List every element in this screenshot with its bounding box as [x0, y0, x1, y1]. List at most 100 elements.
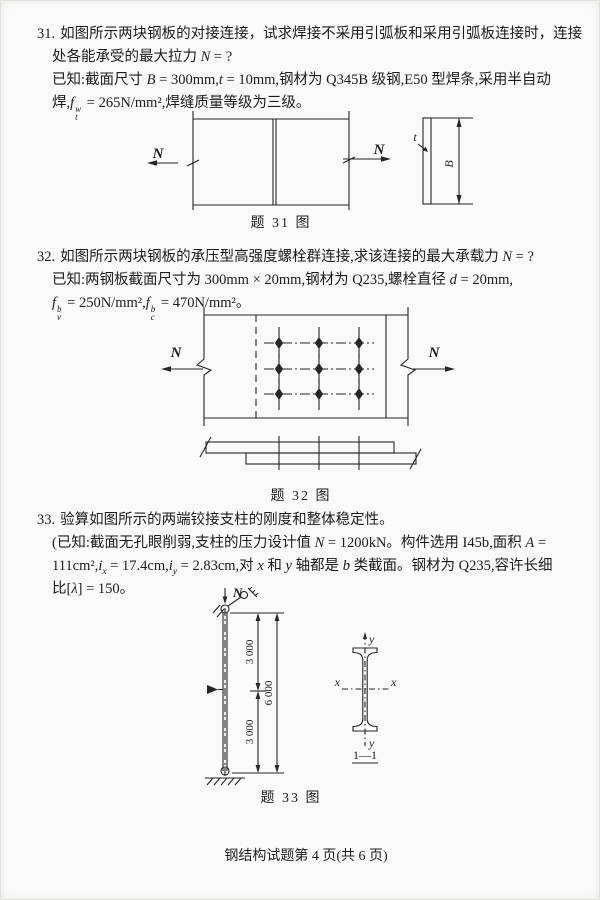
svg-text:x: x	[390, 675, 397, 689]
q31-line4-post: = 265N/mm²,焊缝质量等级为三级。	[83, 95, 311, 111]
q32-line3-mid: = 250N/mm²,	[63, 295, 146, 311]
q31-line2-post: = ?	[210, 49, 233, 65]
question-33-line2: (已知:截面无孔眼削弱,支柱的压力设计值 N = 1200kN。构件选用 I45…	[37, 532, 577, 555]
q32-line2-pre: 已知:两钢板截面尺寸为 300mm × 20mm,钢材为 Q235,螺栓直径	[52, 272, 450, 288]
question-31-line2: 处各能承受的最大拉力 N = ?	[37, 46, 577, 69]
bolt-grid	[264, 327, 374, 410]
svg-text:N: N	[170, 345, 183, 361]
n-arrow-left: N	[161, 345, 203, 372]
var-iy: i	[168, 558, 173, 574]
section-cut-mark	[207, 685, 223, 694]
column-diagram: N 3	[205, 585, 397, 786]
question-31-line1: 31.如图所示两块钢板的对接连接，试求焊接不采用引弧板和采用引弧板连接时，连接	[37, 23, 582, 46]
b-dimension: B	[431, 117, 473, 205]
caption-fig-33: 题 33 图	[260, 791, 322, 806]
question-31: 31.如图所示两块钢板的对接连接，试求焊接不采用引弧板和采用引弧板连接时，连接 …	[37, 23, 582, 122]
svg-text:6 000: 6 000	[263, 680, 275, 705]
q33-line3-mid1: = 17.4cm,	[106, 558, 169, 574]
var-t: t	[218, 72, 223, 88]
q31-line3-post: = 10mm,钢材为 Q345B 级钢,E50 型焊条,采用半自动	[222, 72, 551, 88]
q33-line3-mid2: = 2.83cm,对	[177, 558, 258, 574]
q32-line1-pre: 如图所示两块钢板的承压型高强度螺栓群连接,求该连接的最大承载力	[60, 249, 503, 265]
var-lambda: λ	[71, 581, 78, 597]
plate-plan-view	[186, 111, 356, 210]
q33-line3-mid4: 轴都是	[291, 558, 343, 574]
n-arrow-left: N	[147, 146, 178, 166]
var-b-class: b	[342, 558, 350, 574]
column-member	[222, 608, 228, 776]
dimension-lines: 3 000 3 000 6 000	[230, 612, 284, 774]
var-ix: i	[98, 558, 103, 574]
q33-line3-pre: 111cm²,	[52, 558, 99, 574]
q31-line3-mid: = 300mm,	[155, 72, 219, 88]
var-y: y	[285, 558, 292, 574]
svg-text:N: N	[152, 146, 165, 162]
f-weld-symbol: f	[70, 95, 75, 111]
question-32-number: 32.	[37, 249, 56, 265]
f-bolt-shear-symbol: f	[52, 295, 57, 311]
question-33: 33.验算如图所示的两端铰接支柱的刚度和整体稳定性。 (已知:截面无孔眼削弱,支…	[37, 509, 577, 601]
svg-text:t: t	[413, 130, 417, 144]
var-N: N	[200, 49, 211, 65]
q33-line4-post: ] = 150。	[77, 581, 135, 597]
var-d: d	[449, 272, 457, 288]
svg-text:3 000: 3 000	[244, 719, 256, 744]
q32-line2-post: = 20mm,	[456, 272, 514, 288]
question-31-line1-text: 如图所示两块钢板的对接连接，试求焊接不采用引弧板和采用引弧板连接时，连接	[60, 26, 583, 42]
caption-fig-32: 题 32 图	[270, 489, 332, 504]
q33-line2-post: =	[534, 535, 547, 551]
plate-plan-view	[195, 307, 417, 426]
q32-line3-post: = 470N/mm²。	[157, 295, 251, 311]
svg-text:3 000: 3 000	[244, 639, 256, 664]
plate-side-view	[199, 436, 422, 470]
question-33-line4: 比[λ] = 150。	[37, 578, 577, 601]
svg-text:N: N	[428, 345, 441, 361]
bottom-pin-support	[205, 766, 245, 786]
var-B: B	[146, 72, 156, 88]
svg-text:1—1: 1—1	[353, 748, 377, 762]
q33-line3-mid3: 和	[263, 558, 286, 574]
f-bolt-bearing-symbol: f	[145, 295, 150, 311]
svg-text:N: N	[232, 585, 243, 600]
i-section-view: y y x x 1—1	[334, 632, 397, 764]
page-footer: 钢结构试题第 4 页(共 6 页)	[224, 849, 388, 864]
q33-line1-text: 验算如图所示的两端铰接支柱的刚度和整体稳定性。	[60, 512, 394, 528]
question-32-line1: 32.如图所示两块钢板的承压型高强度螺栓群连接,求该连接的最大承载力 N = ?	[37, 246, 577, 269]
weld-seam	[272, 119, 277, 205]
question-31-number: 31.	[37, 26, 56, 42]
var-iy-sub: y	[172, 566, 178, 577]
svg-text:x: x	[334, 675, 341, 689]
svg-text:y: y	[368, 632, 375, 646]
butt-weld-diagram: N N t B	[147, 111, 473, 210]
var-N: N	[314, 535, 325, 551]
n-arrow-right: N	[413, 345, 455, 372]
question-32: 32.如图所示两块钢板的承压型高强度螺栓群连接,求该连接的最大承载力 N = ?…	[37, 246, 577, 322]
q31-line3-pre: 已知:截面尺寸	[52, 72, 147, 88]
var-x: x	[257, 558, 264, 574]
svg-text:B: B	[442, 160, 456, 168]
n-arrow-right: N	[343, 142, 391, 162]
var-A: A	[525, 535, 535, 551]
q33-line2-mid: = 1200kN。构件选用 I45b,面积	[324, 535, 526, 551]
q33-line4-pre: 比[	[52, 581, 72, 597]
var-N: N	[502, 249, 513, 265]
bolted-joint-diagram: N N	[161, 307, 455, 470]
top-pin-support	[212, 586, 259, 618]
q31-line4-pre: 焊,	[52, 95, 71, 111]
svg-text:y: y	[368, 736, 375, 750]
var-ix-sub: x	[102, 566, 107, 577]
q32-line1-post: = ?	[512, 249, 534, 265]
q31-line2-pre: 处各能承受的最大拉力	[52, 49, 201, 65]
q33-line2-pre: (已知:截面无孔眼削弱,支柱的压力设计值	[52, 535, 315, 551]
svg-text:N: N	[373, 142, 386, 158]
question-33-line1: 33.验算如图所示的两端铰接支柱的刚度和整体稳定性。	[37, 509, 577, 532]
caption-fig-31: 题 31 图	[250, 216, 312, 231]
q33-line3-post: 类截面。钢材为 Q235,容许长细	[349, 558, 553, 574]
question-33-number: 33.	[37, 512, 56, 528]
